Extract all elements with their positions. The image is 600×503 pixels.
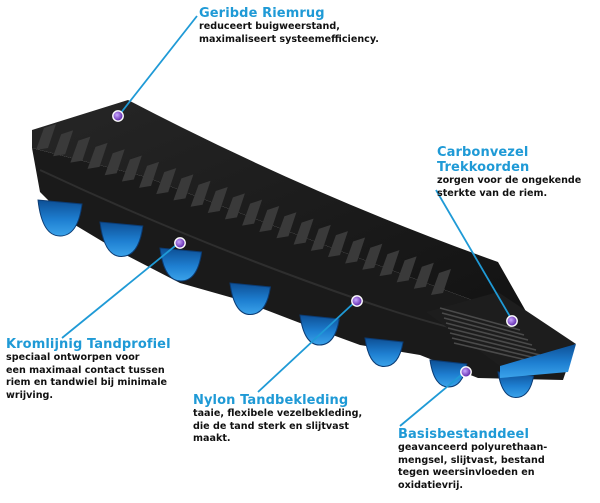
- belt-rib: [207, 187, 228, 214]
- belt-rib: [310, 224, 331, 251]
- belt-rib: [36, 124, 56, 150]
- callout-text-line: speciaal ontworpen voor: [6, 352, 140, 363]
- belt-rib: [139, 161, 160, 188]
- marker-dot: [460, 366, 472, 378]
- belt-rib: [362, 243, 383, 270]
- callout-text-line: geavanceerd polyurethaan-: [398, 442, 548, 453]
- marker-dot: [506, 315, 518, 327]
- callout-description: reduceert buigweerstand, maximaliseert s…: [199, 21, 399, 46]
- callout-text-line: zorgen voor de ongekende: [437, 175, 582, 186]
- callout-description: geavanceerd polyurethaan- mengsel, slijt…: [398, 442, 598, 492]
- belt-tooth: [497, 371, 535, 399]
- carbon-cord: [441, 312, 525, 336]
- belt-rib: [413, 262, 434, 289]
- belt-tooth: [99, 221, 144, 258]
- callout-title: Geribde Riemrug: [199, 6, 399, 21]
- marker-dot: [174, 237, 186, 249]
- belt-rib: [327, 231, 348, 258]
- carbon-cord: [449, 332, 541, 356]
- callout-text-line: mengsel, slijtvast, bestand: [398, 454, 545, 466]
- callout-text-line: een maximaal contact tussen: [6, 364, 165, 376]
- leader-line: [257, 299, 358, 393]
- belt-rib: [293, 218, 314, 245]
- callout-base-compound: Basisbestanddeel geavanceerd polyurethaa…: [398, 427, 598, 492]
- callout-title-line: Geribde Riemrug: [199, 6, 325, 21]
- leader-line: [399, 370, 467, 427]
- callout-text-line: oxidatievrij.: [398, 479, 463, 491]
- leader-line: [61, 241, 181, 339]
- callout-title: Basisbestanddeel: [398, 427, 598, 442]
- callout-leaders: [61, 15, 513, 427]
- callout-text-line: taaie, flexibele vezelbekleding,: [193, 408, 363, 419]
- belt-rib: [190, 180, 211, 207]
- belt-tooth: [159, 247, 203, 282]
- callout-text-line: die de tand sterk en slijtvast: [193, 420, 349, 432]
- callout-nylon-facing: Nylon Tandbekleding taaie, flexibele vez…: [193, 393, 383, 446]
- callout-carbon-cords: Carbonvezel Trekkoorden zorgen voor de o…: [437, 145, 597, 200]
- belt-rib: [379, 250, 400, 277]
- belt-rib: [431, 269, 451, 295]
- callout-text-line: riem en tandwiel bij minimale: [6, 377, 168, 388]
- belt-rib: [345, 237, 366, 264]
- carbon-cord: [447, 327, 537, 351]
- belt-tooth: [299, 314, 340, 346]
- belt-tooth: [364, 337, 404, 368]
- belt-rib: [396, 256, 417, 283]
- belt-rib: [224, 193, 245, 220]
- belt-rib: [87, 142, 108, 169]
- callout-title-line: Trekkoorden: [437, 160, 530, 175]
- belt-rib: [104, 149, 125, 176]
- marker-dot: [351, 295, 363, 307]
- callout-title: Carbonvezel Trekkoorden: [437, 145, 597, 175]
- belt-rib: [259, 205, 280, 232]
- carbon-cord: [443, 317, 529, 341]
- callout-tooth-profile: Kromlijnig Tandprofiel speciaal ontworpe…: [6, 337, 176, 402]
- callout-text-line: maximaliseert systeemefficiency.: [199, 33, 379, 45]
- belt-rib-top: [36, 124, 451, 295]
- callout-description: zorgen voor de ongekende sterkte van de …: [437, 175, 597, 200]
- belt-rib: [70, 136, 91, 163]
- leader-line: [435, 189, 513, 321]
- marker-dot: [112, 110, 124, 122]
- callout-text-line: wrijving.: [6, 389, 54, 401]
- belt-rib: [276, 212, 297, 239]
- belt-rib: [156, 168, 177, 195]
- callout-title: Kromlijnig Tandprofiel: [6, 337, 176, 352]
- carbon-cord: [445, 322, 533, 346]
- belt-tooth: [229, 282, 271, 316]
- callout-text-line: reduceert buigweerstand,: [199, 21, 340, 32]
- leader-line: [119, 15, 198, 115]
- belt-rib: [242, 199, 263, 226]
- callout-markers: [112, 110, 518, 378]
- callout-description: taaie, flexibele vezelbekleding, die de …: [193, 408, 383, 446]
- callout-text-line: tegen weersinvloeden en: [398, 467, 535, 478]
- belt-rib: [53, 130, 74, 157]
- callout-ribbed-back: Geribde Riemrug reduceert buigweerstand,…: [199, 6, 399, 46]
- carbon-cord: [439, 307, 521, 331]
- belt-side-wall: [32, 148, 575, 380]
- callout-title-line: Carbonvezel: [437, 145, 529, 160]
- belt-rib: [173, 174, 194, 201]
- belt-base-end: [500, 344, 576, 378]
- belt-teeth: [37, 199, 576, 399]
- carbon-cord: [451, 337, 545, 361]
- callout-text-line: maakt.: [193, 433, 231, 444]
- callout-title: Nylon Tandbekleding: [193, 393, 383, 408]
- belt-tooth: [37, 199, 83, 237]
- callout-description: speciaal ontworpen voor een maximaal con…: [6, 352, 176, 402]
- callout-title-line: Kromlijnig Tandprofiel: [6, 337, 171, 352]
- callout-title-line: Basisbestanddeel: [398, 427, 530, 442]
- callout-title-line: Nylon Tandbekleding: [193, 393, 349, 408]
- belt-rib: [121, 155, 142, 182]
- callout-text-line: sterkte van de riem.: [437, 187, 548, 199]
